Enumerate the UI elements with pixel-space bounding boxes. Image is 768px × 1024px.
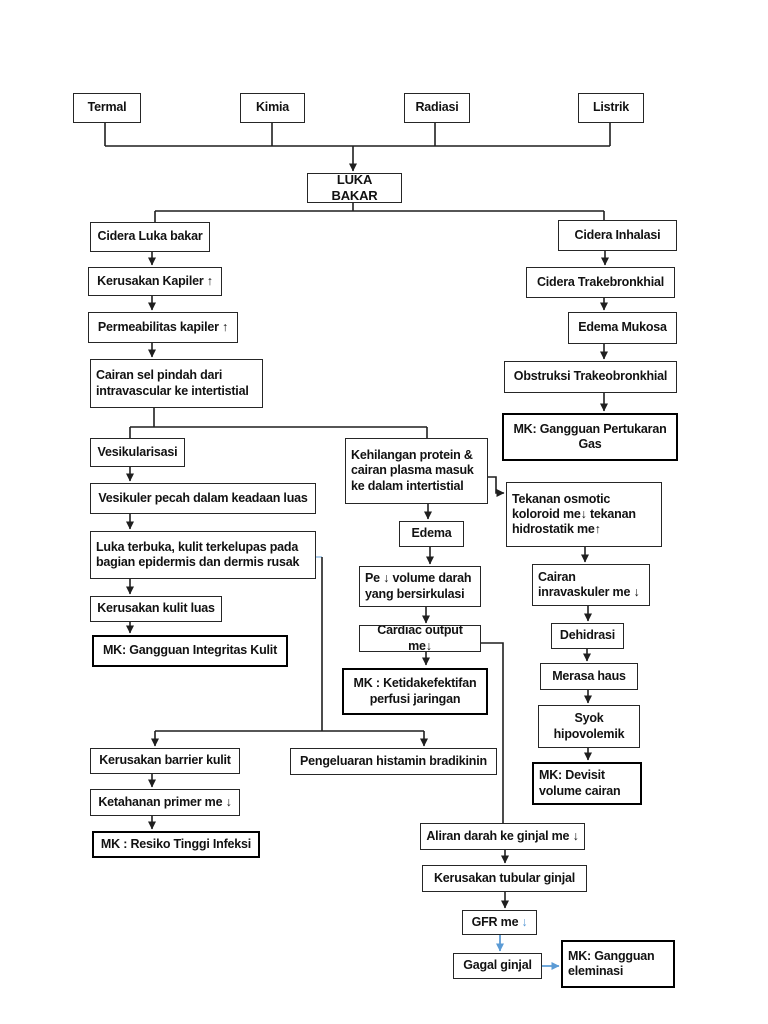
node-termal: Termal (73, 93, 141, 123)
node-cidera-trakebronkhial: Cidera Trakebronkhial (526, 267, 675, 298)
gfr-label: GFR me (471, 914, 519, 929)
node-gagal-ginjal: Gagal ginjal (453, 953, 542, 979)
edges-inhalation-chain (600, 251, 609, 412)
node-cidera-luka-bakar: Cidera Luka bakar (90, 222, 210, 252)
node-gfr: GFR me ↓ (462, 910, 537, 935)
node-mk-gangguan-eleminasi: MK: Gangguan eleminasi (561, 940, 675, 988)
node-listrik: Listrik (578, 93, 644, 123)
node-mk-gangguan-integritas-kulit: MK: Gangguan Integritas Kulit (92, 635, 288, 667)
node-cidera-inhalasi: Cidera Inhalasi (558, 220, 677, 251)
blue-down-arrow-icon: ↓ (521, 914, 528, 929)
node-tekanan-osmotic: Tekanan osmotic koloroid me↓ tekanan hid… (506, 482, 662, 547)
node-kimia: Kimia (240, 93, 305, 123)
edges-infection-branch (148, 556, 428, 830)
node-mk-resiko-tinggi-infeksi: MK : Resiko Tinggi Infeksi (92, 831, 260, 858)
node-merasa-haus: Merasa haus (540, 663, 638, 690)
node-vesikuler-pecah: Vesikuler pecah dalam keadaan luas (90, 483, 316, 514)
node-edema: Edema (399, 521, 464, 547)
edges-kidney-chain (496, 850, 560, 970)
node-aliran-darah-ginjal: Aliran darah ke ginjal me ↓ (420, 823, 585, 850)
node-kerusakan-barrier-kulit: Kerusakan barrier kulit (90, 748, 240, 774)
node-kerusakan-kapiler: Kerusakan Kapiler ↑ (88, 267, 222, 296)
node-kerusakan-kulit-luas: Kerusakan kulit luas (90, 596, 222, 622)
node-dehidrasi: Dehidrasi (551, 623, 624, 649)
node-luka-bakar: LUKA BAKAR (307, 173, 402, 203)
node-kerusakan-tubular-ginjal: Kerusakan tubular ginjal (422, 865, 587, 892)
node-mk-gangguan-pertukaran-gas: MK: Gangguan Pertukaran Gas (502, 413, 678, 461)
node-luka-terbuka: Luka terbuka, kulit terkelupas pada bagi… (90, 531, 316, 579)
node-mk-ketidakefektifan-perfusi: MK : Ketidakefektifan perfusi jaringan (342, 668, 488, 715)
node-pengeluaran-histamin: Pengeluaran histamin bradikinin (290, 748, 497, 775)
edges-left-chain (126, 252, 428, 634)
node-obstruksi-trakeobronkhial: Obstruksi Trakeobronkhial (504, 361, 677, 393)
node-mk-devisit-volume-cairan: MK: Devisit volume cairan (532, 762, 642, 805)
node-cardiac-output: Cardiac output me↓ (359, 625, 481, 652)
node-edema-mukosa: Edema Mukosa (568, 312, 677, 344)
node-pe-volume-darah: Pe ↓ volume darah yang bersirkulasi (359, 566, 481, 607)
edges-middle-chain (422, 476, 505, 823)
node-vesikularisasi: Vesikularisasi (90, 438, 185, 467)
edges-top-bracket (104, 123, 611, 222)
node-radiasi: Radiasi (404, 93, 470, 123)
node-ketahanan-primer: Ketahanan primer me ↓ (90, 789, 240, 816)
node-cairan-inravaskuler: Cairan inravaskuler me ↓ (532, 564, 650, 606)
edges-fluid-chain (581, 547, 592, 761)
node-kehilangan-protein: Kehilangan protein & cairan plasma masuk… (345, 438, 488, 504)
node-syok-hipovolemik: Syok hipovolemik (538, 705, 640, 748)
node-cairan-sel-pindah: Cairan sel pindah dari intravascular ke … (90, 359, 263, 408)
node-permeabilitas-kapiler: Permeabilitas kapiler ↑ (88, 312, 238, 343)
